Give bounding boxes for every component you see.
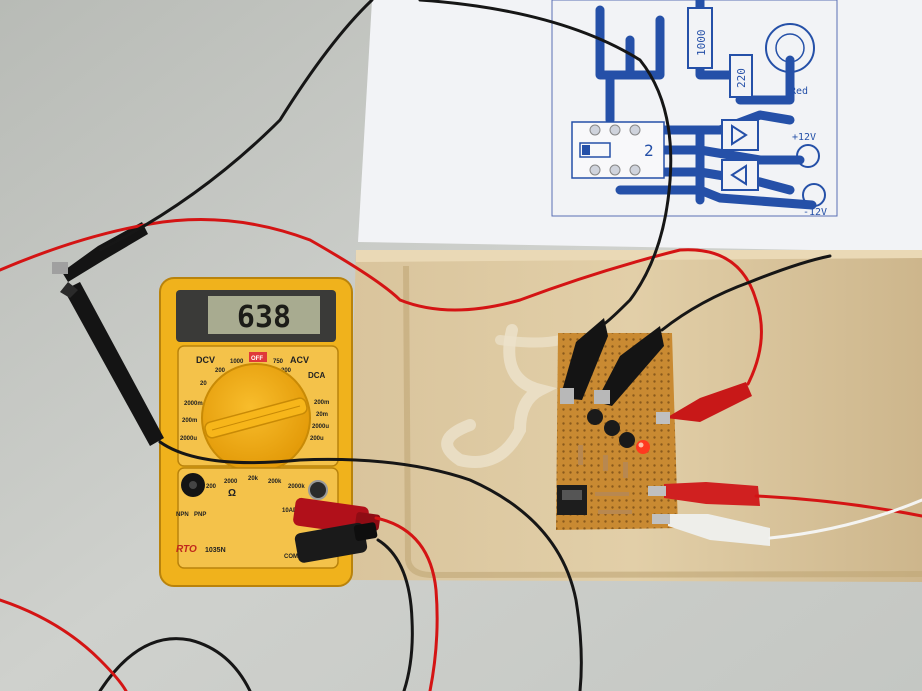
black-croc-clip-1 [560, 318, 608, 404]
ohm-2000k-label: 2000k [288, 484, 305, 490]
resistors-on-board [578, 445, 632, 514]
range-2000m-label: 2000m [184, 401, 203, 407]
ohm-20k-label: 20k [248, 476, 259, 482]
input-jack-10a[interactable] [308, 480, 328, 500]
black-wire-bottom-left [98, 637, 252, 691]
transistor-1 [587, 409, 603, 425]
red-wire-right [754, 494, 922, 518]
acv-label: ACV [290, 355, 309, 365]
lcd-display: 638 [208, 296, 320, 335]
black-probe-plug [294, 522, 378, 563]
range-20-label: 20 [200, 381, 207, 387]
transistor-3 [619, 432, 635, 448]
diode-symbols [721, 119, 759, 191]
black-wire-probe [158, 440, 583, 691]
ohm-200k-label: 200k [268, 479, 282, 485]
black-wire-schematic [418, 0, 673, 326]
brand-logo: RTO [176, 544, 197, 555]
pnp-label: PNP [194, 512, 206, 518]
current-20m-label: 20m [316, 412, 328, 418]
ohm-2000-label: 2000 [224, 479, 238, 485]
current-200m-label: 200m [314, 400, 329, 406]
dcv-label: DCV [196, 355, 215, 365]
red-wire-bottom-left [0, 598, 128, 691]
v1000-label: 1000 [230, 359, 244, 365]
range-200-a-label: 200 [215, 368, 226, 374]
resistor-220-symbol: 220 [729, 54, 753, 98]
npn-label: NPN [176, 512, 189, 518]
black-probe-handle [60, 282, 164, 446]
transistor-test-socket[interactable] [181, 473, 205, 497]
black-wire-top-left [98, 0, 374, 252]
transistor-2 [604, 420, 620, 436]
range-2000u-label: 2000u [180, 436, 197, 442]
resistor-220-label: 220 [735, 68, 748, 88]
port-10adc-label: 10ADC [282, 508, 302, 514]
supply-pos-label: +12V [792, 132, 816, 143]
led-label: Red [790, 86, 808, 97]
current-2000u-label: 2000u [312, 424, 329, 430]
supply-neg-label: -12V [803, 207, 827, 218]
ohm-200-label: 200 [206, 484, 217, 490]
lcd-reading: 638 [237, 300, 291, 335]
port-com-label: COM [284, 554, 298, 560]
connector-number: 2 [644, 141, 654, 160]
red-wire-top [0, 218, 763, 386]
rotary-selector-dial[interactable] [201, 363, 311, 473]
connector-symbol: 2 [571, 121, 665, 179]
red-led [636, 440, 650, 454]
supply-terminals: +12V -12V [792, 132, 827, 218]
range-200m-label: 200m [182, 418, 197, 424]
v750-label: 750 [273, 359, 284, 365]
ohm-symbol: Ω [228, 488, 236, 499]
black-wire-right [660, 254, 832, 332]
range-200-b-label: 200 [281, 368, 292, 374]
dca-label: DCA [308, 371, 326, 380]
white-wire-right [768, 498, 922, 540]
red-croc-clip-1 [656, 382, 752, 424]
model-number: 1035N [205, 547, 226, 554]
white-croc-clip [652, 514, 770, 546]
resistor-1000-symbol: 1000 [687, 7, 713, 69]
current-200u-label: 200u [310, 436, 324, 442]
led-symbol: Red [765, 23, 815, 97]
red-croc-clip-2 [648, 482, 760, 506]
black-croc-clip-2 [594, 326, 664, 406]
black-wire-bottom [376, 538, 414, 691]
resistor-1000-label: 1000 [695, 30, 708, 57]
off-label: OFF [251, 356, 263, 362]
red-wire-bottom [374, 516, 439, 691]
schematic-paper: 1000 220 Red 2 [358, 0, 922, 252]
